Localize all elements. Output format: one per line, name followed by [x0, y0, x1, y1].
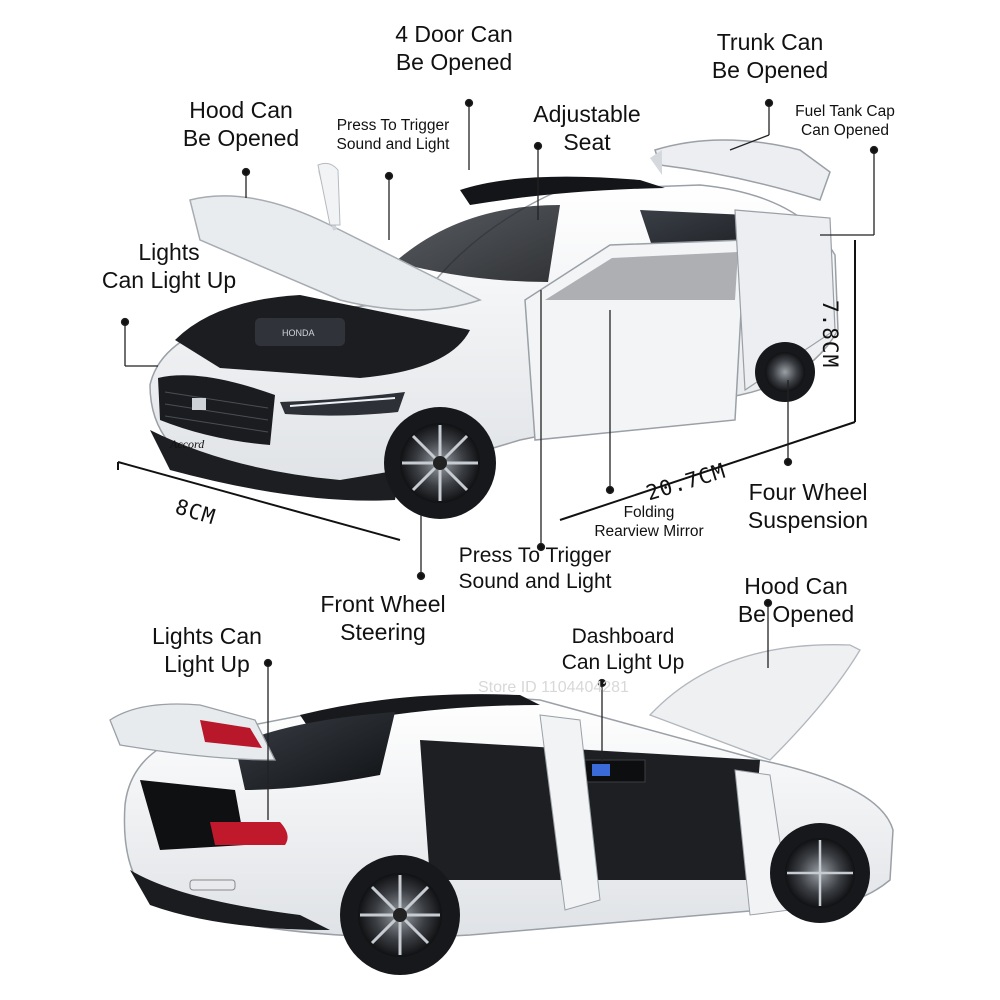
open-trunk	[654, 139, 831, 201]
leader-lines-bottom	[263, 598, 773, 820]
open-hood	[189, 195, 482, 311]
svg-text:Accord: Accord	[169, 437, 205, 451]
tail-light	[210, 822, 288, 845]
open-front-door	[524, 239, 746, 441]
open-rear-door	[734, 209, 836, 392]
headlight	[280, 392, 405, 416]
front-grille	[158, 375, 275, 445]
open-trunk-lid	[109, 703, 277, 761]
store-watermark: Store ID 1104404281	[478, 679, 629, 696]
dimension-height: 7.8CM	[818, 300, 842, 369]
open-rear-door-bottom	[539, 714, 601, 911]
top-car: HONDA Accord	[117, 139, 856, 541]
leader-lines-top	[120, 98, 879, 581]
svg-text:HONDA: HONDA	[282, 328, 315, 338]
sunroof	[460, 176, 665, 205]
roof-glass	[300, 694, 540, 730]
windshield	[395, 205, 560, 282]
bottom-car	[109, 644, 894, 975]
rear-window	[235, 712, 395, 790]
dimension-floor-line	[117, 240, 856, 541]
open-hood-bottom	[648, 644, 861, 761]
